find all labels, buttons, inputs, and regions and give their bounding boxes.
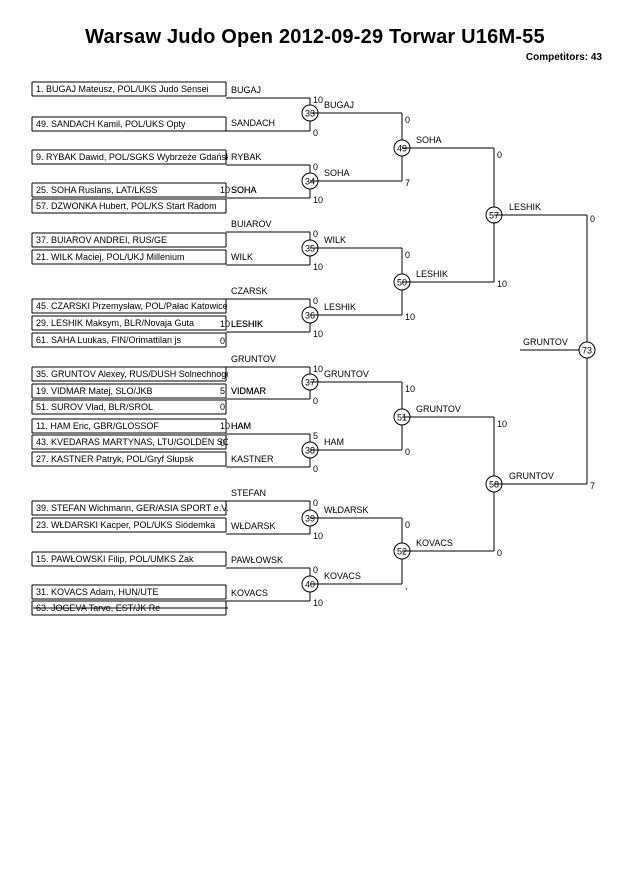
prelim-score: 10	[220, 319, 230, 329]
round1-top-score: 0	[313, 162, 318, 172]
round3-top-name: SOHA	[416, 135, 442, 145]
round1-top-score: 0	[313, 565, 318, 575]
round1-bottom-name: WŁDARSK	[231, 521, 276, 531]
final-top-name: LESHIK	[509, 202, 541, 212]
final-top-score: 0	[590, 214, 595, 224]
round3-top-name: GRUNTOV	[416, 404, 461, 414]
competitor-entry: 27. KASTNER Patryk, POL/Gryf Słupsk	[36, 454, 194, 464]
round2-top-name: BUGAJ	[324, 100, 354, 110]
competitor-entry: 23. WŁDARSKI Kacper, POL/UKS Siódemka	[36, 520, 215, 530]
round2-bottom-score: 7	[405, 178, 410, 188]
competitor-entry: 15. PAWŁOWSKI Filip, POL/UMKS Zak	[36, 554, 194, 564]
round1-top-name: STEFAN	[231, 488, 266, 498]
round1-bottom-score: 10	[313, 329, 323, 339]
prelim-score: 0	[220, 402, 225, 412]
competitor-entry: 19. VIDMAR Matej, SLO/JKB	[36, 386, 153, 396]
tournament-title: Warsaw Judo Open 2012-09-29 Torwar U16M-…	[85, 26, 545, 48]
round2-bottom-score: 10	[405, 312, 415, 322]
round1-top-score: 10	[313, 95, 323, 105]
round1-bottom-score: 0	[313, 128, 318, 138]
round1-bottom-name: VIDMAR	[231, 386, 267, 396]
round1-top-name: RYBAK	[231, 152, 261, 162]
round2-top-name: WŁDARSK	[324, 505, 369, 515]
competitor-entry: 39. STEFAN Wichmann, GER/ASIA SPORT e.V.	[36, 503, 229, 513]
competitor-entry: 21. WILK Maciej, POL/UKJ Millenium	[36, 252, 185, 262]
round3-bottom-name: KOVACS	[416, 538, 453, 548]
round1-bottom-name: WILK	[231, 252, 253, 262]
final-match-circle-number: 73	[582, 346, 592, 356]
final-bottom-name: GRUNTOV	[509, 471, 554, 481]
round1-top-name: GRUNTOV	[231, 354, 276, 364]
round1-top-name: BUGAJ	[231, 85, 261, 95]
round2-bottom-name: SOHA	[324, 168, 350, 178]
competitor-entry: 57. DZWONKA Hubert, POL/KS Start Radom	[36, 201, 217, 211]
round1-bottom-name: KOVACS	[231, 588, 268, 598]
round1-top-name: CZARSK	[231, 286, 268, 296]
competitor-entry: 61. SAHA Luukas, FIN/Orimattilan js	[36, 335, 182, 345]
round1-bottom-score: 0	[313, 464, 318, 474]
prelim-winner-name: VIDMAR	[231, 386, 267, 396]
round2-top-score: 0	[405, 520, 410, 530]
round3-top-score: 10	[497, 419, 507, 429]
round1-top-name: PAWŁOWSK	[231, 555, 283, 565]
round1-top-score: 0	[313, 229, 318, 239]
round1-top-score: 0	[313, 296, 318, 306]
champion-name: GRUNTOV	[523, 337, 568, 347]
round1-top-score: 5	[313, 431, 318, 441]
round1-bottom-name: LESHIK	[231, 319, 263, 329]
round1-top-score: 10	[313, 364, 323, 374]
prelim-score: 10	[220, 421, 230, 431]
round2-bottom-score: ,	[405, 581, 408, 591]
prelim-winner-name: LESHIK	[231, 319, 263, 329]
round2-top-score: 0	[405, 250, 410, 260]
competitor-entry: 43. KVEDARAS MARTYNAS, LTU/GOLDEN SCORE	[36, 437, 249, 447]
round1-bottom-score: 0	[313, 396, 318, 406]
round2-top-score: 0	[405, 115, 410, 125]
prelim-score: 10	[220, 185, 230, 195]
prelim-score: 5	[220, 386, 225, 396]
competitor-entry: 51. SUROV Vlad, BLR/SROL	[36, 402, 153, 412]
competitor-entry: 11. HAM Eric, GBR/GLOSSOF	[36, 421, 159, 431]
round3-top-score: 0	[497, 150, 502, 160]
round2-top-score: 10	[405, 384, 415, 394]
competitor-entry: 25. SOHA Ruslans, LAT/LKSS	[36, 185, 157, 195]
round2-top-name: WILK	[324, 235, 346, 245]
competitors-count: Competitors: 43	[525, 52, 602, 63]
final-bottom-score: 7	[590, 481, 595, 491]
round1-bottom-name: SOHA	[231, 185, 257, 195]
round1-bottom-name: SANDACH	[231, 118, 275, 128]
round1-bottom-score: 10	[313, 598, 323, 608]
round3-bottom-name: LESHIK	[416, 269, 448, 279]
round1-top-name: BUIAROV	[231, 219, 272, 229]
competitor-entry: 9. RYBAK Dawid, POL/SGKS Wybrzeże Gdańsk	[36, 152, 231, 162]
competitor-entry: 29. LESHIK Maksym, BLR/Novaja Guta	[36, 318, 194, 328]
competitor-entry: 37. BUIAROV ANDREI, RUS/GE	[36, 235, 167, 245]
competitor-entry: 45. CZARSKI Przemysław, POL/Pałac Katowi…	[36, 301, 228, 311]
competitor-entry: 35. GRUNTOV Alexey, RUS/DUSH Solnechnogo…	[36, 369, 244, 379]
round3-bottom-score: 0	[497, 548, 502, 558]
round1-top-score: 0	[313, 498, 318, 508]
round2-top-name: GRUNTOV	[324, 369, 369, 379]
round2-bottom-name: HAM	[324, 437, 344, 447]
prelim-score: 0	[220, 336, 225, 346]
round2-bottom-score: 0	[405, 447, 410, 457]
competitor-entry: 1. BUGAJ Mateusz, POL/UKS Judo Sensei	[36, 84, 209, 94]
round2-bottom-name: KOVACS	[324, 571, 361, 581]
competitor-entry: 49. SANDACH Kamil, POL/UKS Opty	[36, 119, 186, 129]
round1-top-name: HAM	[231, 421, 251, 431]
round1-bottom-name: KASTNER	[231, 454, 274, 464]
prelim-score: 0	[220, 438, 225, 448]
round1-bottom-score: 10	[313, 262, 323, 272]
round1-bottom-score: 10	[313, 531, 323, 541]
prelim-winner-name: SOHA	[231, 185, 257, 195]
prelim-winner-name: HAM	[231, 421, 251, 431]
round1-bottom-score: 10	[313, 195, 323, 205]
competitor-entry: 31. KOVACS Adam, HUN/UTE	[36, 587, 158, 597]
final-match-circle	[578, 341, 596, 359]
round3-bottom-score: 10	[497, 279, 507, 289]
round2-bottom-name: LESHIK	[324, 302, 356, 312]
